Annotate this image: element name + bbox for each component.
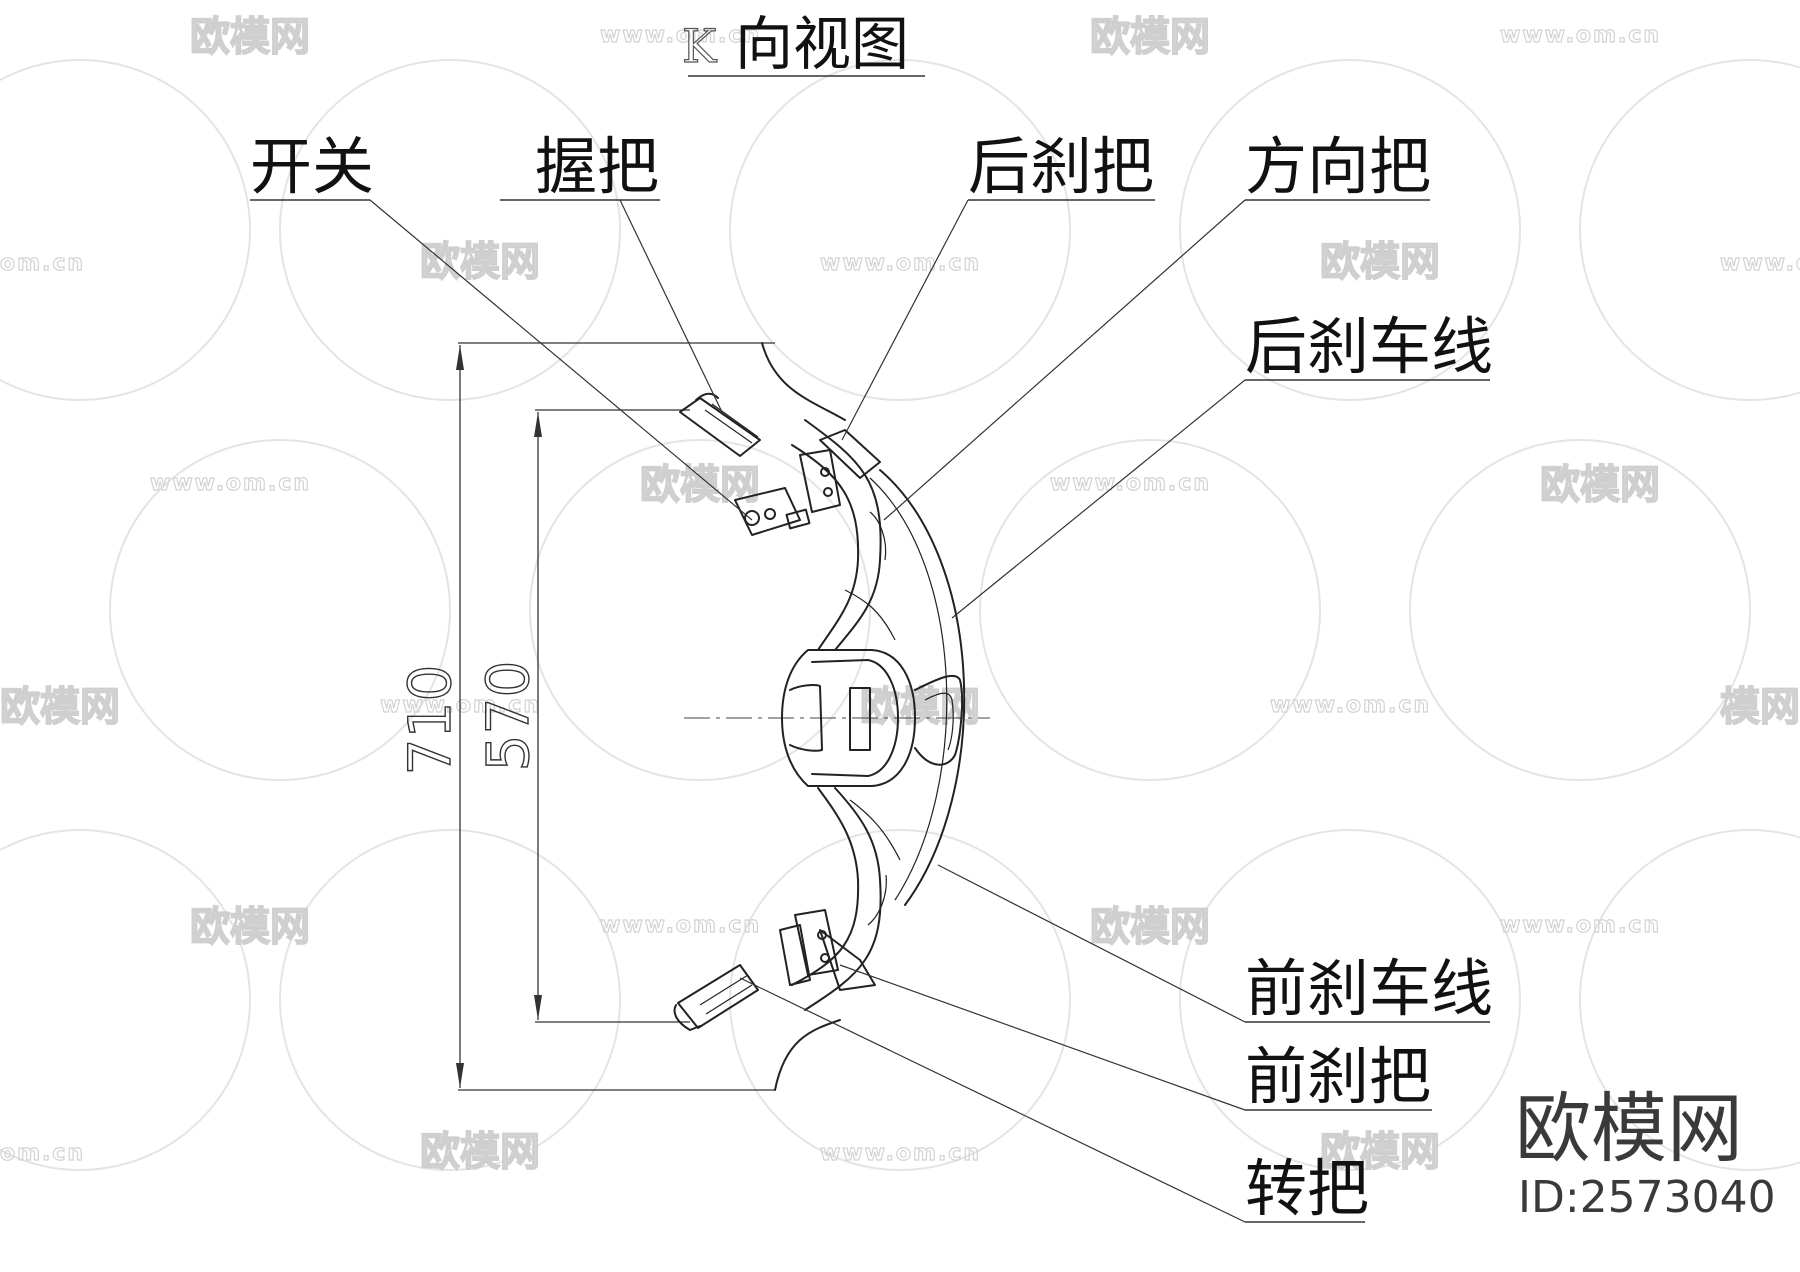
watermark-url: www.om.cn — [820, 251, 981, 276]
watermark-url: www.om.cn — [1500, 23, 1661, 48]
center-pod — [781, 649, 964, 787]
dimension-inner-value: 570 — [474, 661, 542, 772]
upper-brake-lever — [734, 429, 881, 536]
switch-leader — [369, 199, 753, 521]
handlebar-assembly — [673, 342, 966, 1091]
label-front-brake-lever: 前刹把 — [1245, 1040, 1431, 1113]
dimension-inner: 570 — [473, 409, 690, 1023]
watermark-pattern: 欧模网 www.om.cn 欧模网 www.om.cn om.cn 欧模网 ww… — [0, 13, 1800, 1176]
watermark-brand: 欧模网 — [0, 684, 120, 730]
part-labels: 开关 握把 后刹把 方向把 后刹车线 前刹车线 前刹把 转把 — [250, 130, 1493, 1225]
watermark-brand: 欧模网 — [1320, 239, 1440, 285]
brand-id: ID:2573040 — [1518, 1172, 1776, 1223]
label-throttle-grip: 转把 — [1245, 1152, 1369, 1225]
watermark-url: www.om.cn — [600, 913, 761, 938]
leaders — [250, 199, 1490, 1223]
watermark-url: www.om.cn — [150, 471, 311, 496]
watermark-brand: 欧模网 — [1090, 904, 1210, 950]
watermark-url: www.om.cn — [1720, 251, 1800, 276]
watermark-url: om.cn — [0, 1141, 85, 1166]
watermark-brand: 模网 — [1720, 684, 1800, 730]
watermark-brand: 欧模网 — [640, 462, 760, 508]
watermark-circles — [0, 59, 1800, 1171]
handlebar-upper-outer — [804, 419, 882, 651]
label-rear-brake-lever: 后刹把 — [968, 130, 1154, 203]
upper-fairing-edge — [761, 342, 846, 421]
watermark-brand: 欧模网 — [190, 904, 310, 950]
watermark-url: www.om.cn — [1270, 693, 1431, 718]
watermark-url: www.om.cn — [1050, 471, 1211, 496]
label-grip: 握把 — [535, 130, 659, 203]
handlebar-lower-outer — [804, 787, 882, 1011]
watermark-url: www.om.cn — [600, 23, 761, 48]
watermark-url: www.om.cn — [820, 1141, 981, 1166]
handlebar-leader — [883, 199, 1246, 521]
watermark-url: om.cn — [0, 251, 85, 276]
front-brake-lever-leader — [839, 964, 1246, 1111]
brand-block: 欧模网 ID:2573040 — [1515, 1084, 1776, 1223]
dimension-outer: 710 — [395, 342, 775, 1091]
dimension-outer-value: 710 — [396, 665, 464, 776]
watermark-texts: 欧模网 www.om.cn 欧模网 www.om.cn om.cn 欧模网 ww… — [0, 13, 1800, 1176]
pod-bracket — [914, 674, 964, 766]
brand-name: 欧模网 — [1515, 1084, 1743, 1173]
handlebar-lower-inner — [791, 787, 860, 986]
watermark-brand: 欧模网 — [420, 1129, 540, 1175]
view-title-text: 向视图 — [735, 10, 909, 78]
label-rear-brake-cable: 后刹车线 — [1245, 310, 1493, 383]
watermark-brand: 欧模网 — [190, 14, 310, 60]
front-brake-cable-leader — [937, 864, 1246, 1023]
grip-leader — [619, 199, 723, 413]
label-front-brake-cable: 前刹车线 — [1245, 952, 1493, 1025]
lower-brake-lever — [779, 909, 876, 991]
lower-grip — [673, 964, 759, 1031]
watermark-brand: 欧模网 — [1540, 462, 1660, 508]
lower-fairing-edge — [774, 1019, 841, 1091]
label-handlebar: 方向把 — [1245, 130, 1431, 203]
upper-grip — [679, 392, 761, 457]
watermark-brand: 欧模网 — [420, 239, 540, 285]
watermark-brand: 欧模网 — [1320, 1129, 1440, 1175]
rear-brake-cable-leader — [951, 379, 1246, 619]
view-letter: K — [682, 19, 718, 73]
rear-brake-cable — [879, 469, 966, 906]
handlebar-upper-inner — [791, 444, 860, 651]
label-switch: 开关 — [250, 130, 374, 203]
rear-brake-lever-leader — [841, 199, 969, 441]
watermark-brand: 欧模网 — [1090, 14, 1210, 60]
watermark-url: www.om.cn — [1500, 913, 1661, 938]
view-title: K 向视图 — [681, 10, 925, 78]
throttle-leader — [739, 977, 1246, 1223]
